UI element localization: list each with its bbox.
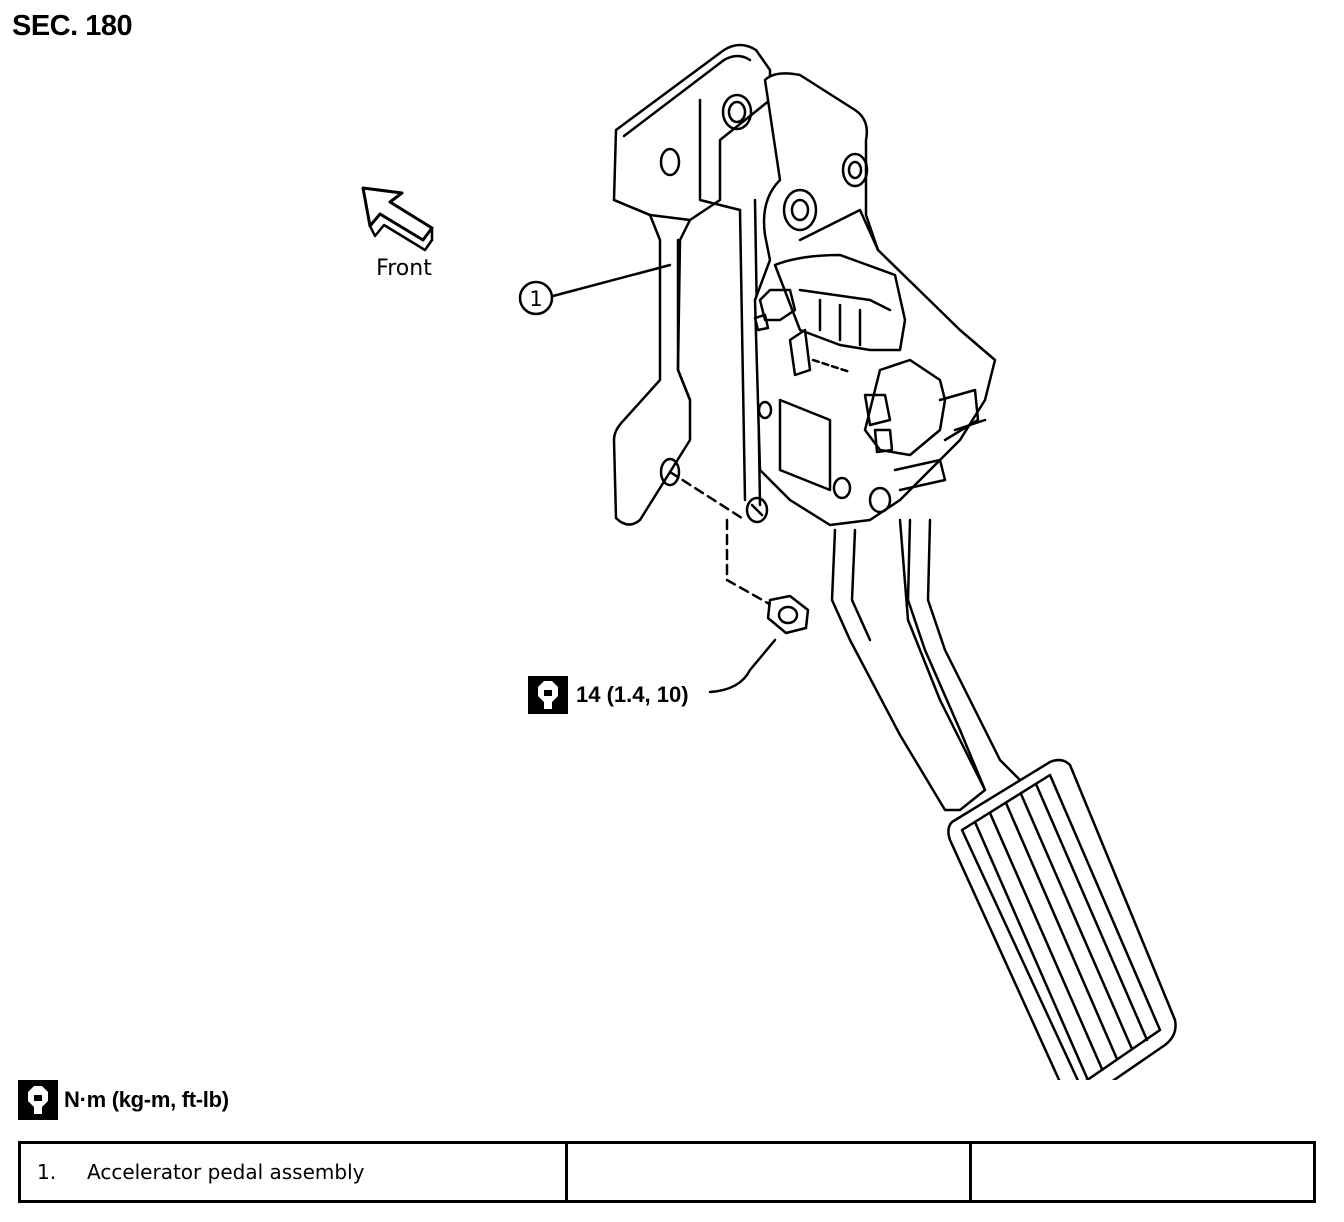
part-name: Accelerator pedal assembly [87, 1160, 365, 1184]
section-title: SEC. 180 [12, 10, 133, 42]
empty-cell [969, 1141, 1316, 1203]
torque-units: N·m (kg-m, ft-lb) [64, 1087, 229, 1112]
nut [766, 594, 810, 635]
mounting-bracket [612, 43, 772, 526]
torque-wrench-icon [18, 1080, 58, 1120]
part-number: 1. [37, 1160, 57, 1184]
callout-number: 1 [529, 287, 542, 311]
pedal-arm [830, 518, 1022, 812]
empty-cell [565, 1141, 972, 1203]
accelerator-pedal-diagram: Front 1 14 (1.4, 10) [361, 43, 1177, 1080]
table-row: 1. Accelerator pedal assembly [18, 1141, 1316, 1203]
torque-wrench-icon [528, 676, 568, 714]
front-arrow-icon [361, 186, 434, 252]
front-label: Front [376, 256, 432, 281]
torque-value: 14 (1.4, 10) [576, 682, 689, 707]
torque-legend: N·m (kg-m, ft-lb) [18, 1080, 229, 1120]
pedal-pad [947, 758, 1177, 1080]
pedal-housing [745, 72, 997, 527]
part-cell: 1. Accelerator pedal assembly [18, 1141, 568, 1203]
parts-table: 1. Accelerator pedal assembly [18, 1141, 1316, 1203]
callout-circle [518, 280, 554, 316]
